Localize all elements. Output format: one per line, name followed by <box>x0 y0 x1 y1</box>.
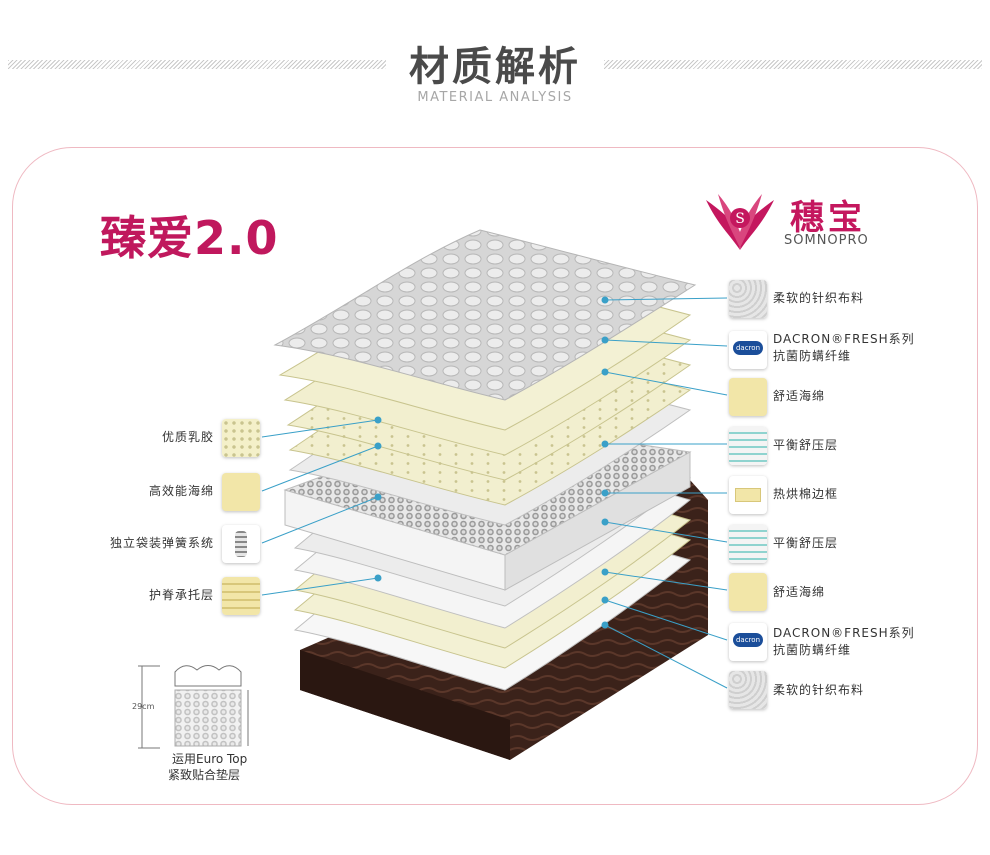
header-rule-left <box>8 60 386 69</box>
latex-icon <box>222 419 260 457</box>
label-left-3: 独立袋装弹簧系统 <box>109 536 214 550</box>
diagram-caption-line2: 紧致贴合垫层 <box>168 768 241 782</box>
brand-name: 穗宝 <box>790 198 866 238</box>
label-right-3: 舒适海绵 <box>773 389 826 403</box>
label-left-2: 高效能海绵 <box>148 484 214 498</box>
foam-icon <box>222 473 260 511</box>
label-left-1: 优质乳胶 <box>161 430 214 444</box>
content-card <box>12 147 978 805</box>
label-right-4: 平衡舒压层 <box>773 438 839 452</box>
sponge-icon <box>729 573 767 611</box>
knit-fabric-icon <box>729 671 767 709</box>
top-layer-stack <box>273 229 697 526</box>
product-title: 臻爱2.0 <box>100 211 279 265</box>
label-right-9: 柔软的针织布料 <box>773 683 865 697</box>
label-right-5: 热烘棉边框 <box>773 487 839 501</box>
svg-text:S: S <box>735 211 745 227</box>
diagram-measure: 29cm <box>132 702 155 711</box>
pressure-layer-icon <box>729 525 767 563</box>
brand-subtitle: SOMNOPRO <box>784 233 869 248</box>
page-subtitle: MATERIAL ANALYSIS <box>417 90 573 105</box>
label-left-4: 护脊承托层 <box>148 588 214 602</box>
header-rule-right <box>604 60 982 69</box>
left-callout-lines <box>261 416 382 596</box>
sponge-icon <box>729 378 767 416</box>
spring-icon <box>222 525 260 563</box>
label-right-1: 柔软的针织布料 <box>773 291 865 305</box>
cotton-frame-icon <box>729 476 767 514</box>
dacron-icon: dacron <box>729 331 767 369</box>
euro-top-diagram <box>138 665 249 749</box>
label-right-6: 平衡舒压层 <box>773 536 839 550</box>
support-layer-icon <box>222 577 260 615</box>
page-title: 材质解析 <box>409 44 581 90</box>
brand-logo-icon: S <box>706 194 774 250</box>
knit-fabric-icon <box>729 280 767 318</box>
pressure-layer-icon <box>729 427 767 465</box>
right-callout-lines <box>601 296 728 689</box>
label-right-2: DACRON®FRESH系列抗菌防螨纤维 <box>773 332 915 363</box>
label-right-8: DACRON®FRESH系列抗菌防螨纤维 <box>773 626 915 657</box>
dacron-icon: dacron <box>729 623 767 661</box>
diagram-caption-line1: 运用Euro Top <box>172 752 248 766</box>
label-right-7: 舒适海绵 <box>773 585 826 599</box>
